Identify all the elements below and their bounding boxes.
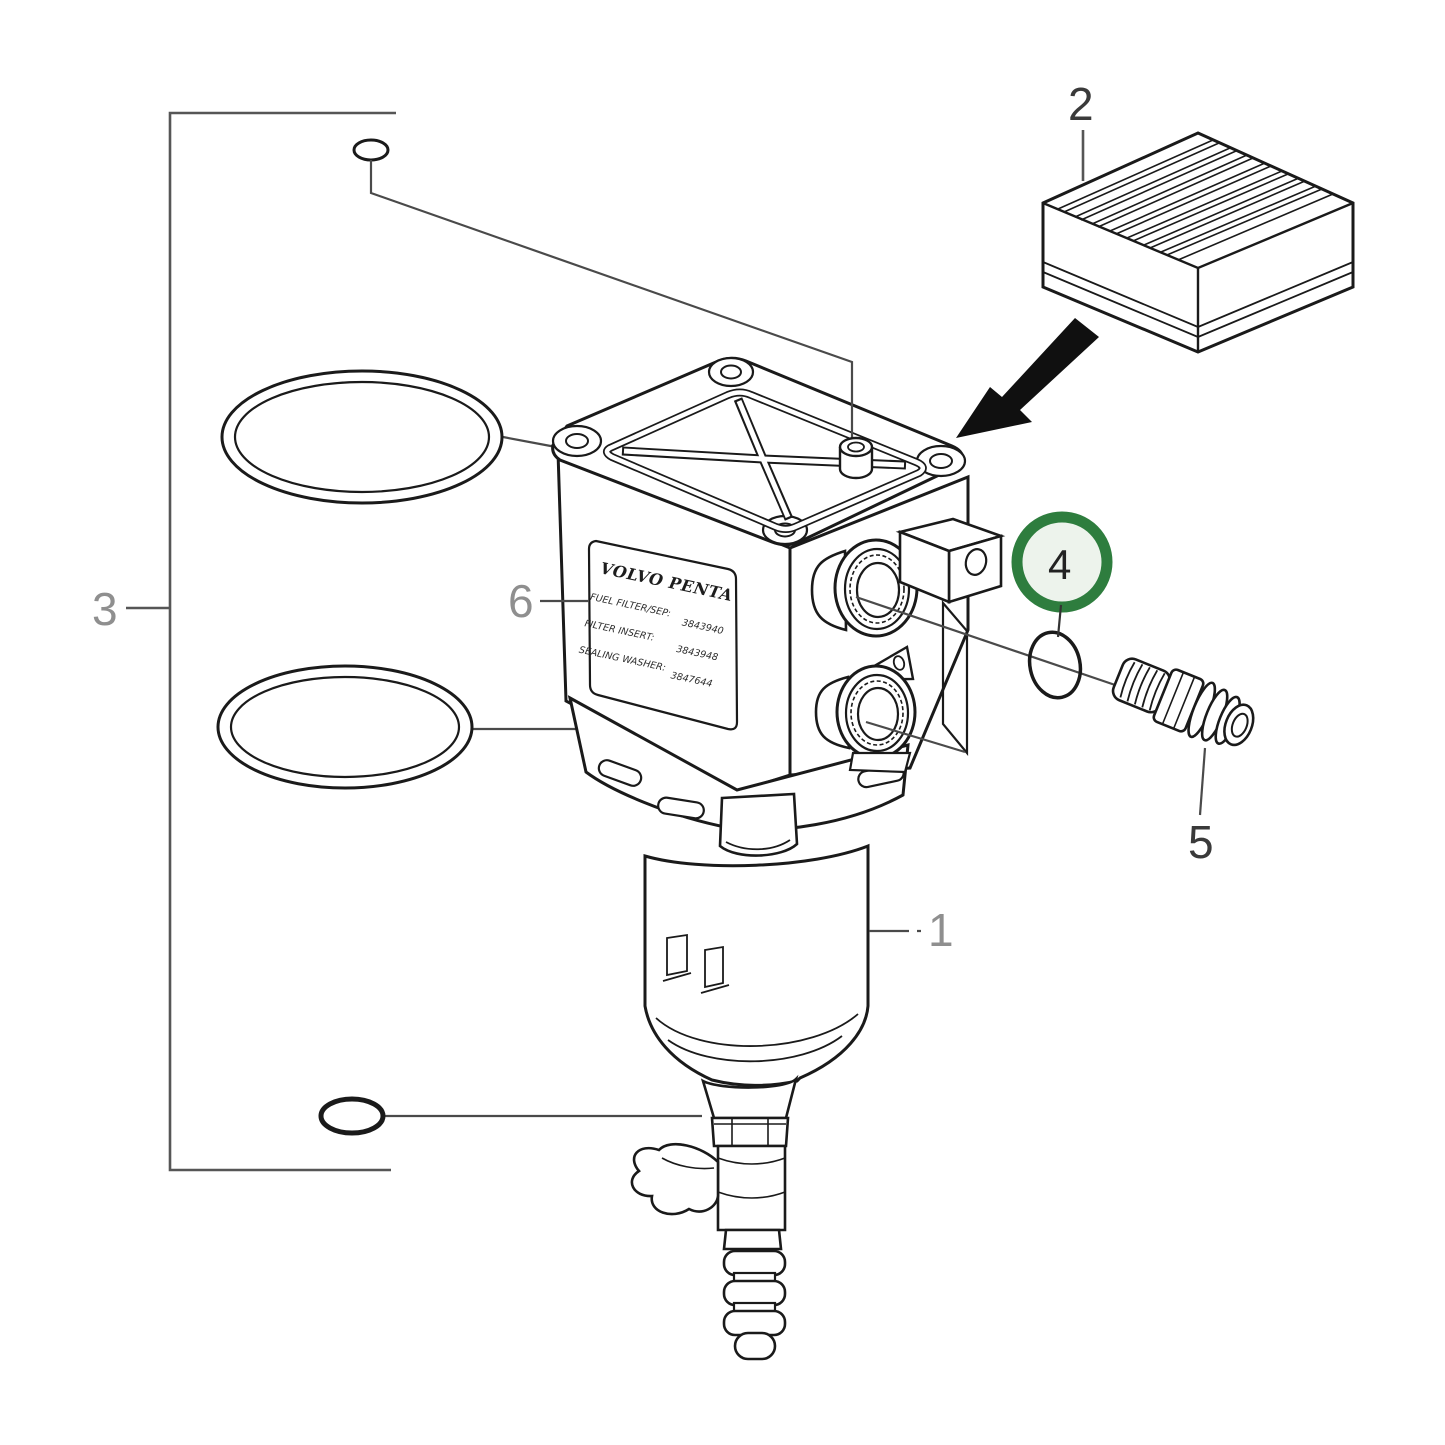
bowl-sight-windows	[662, 933, 730, 994]
highlight-fill	[1022, 522, 1102, 602]
callout-1: 1	[928, 904, 954, 956]
install-arrow	[956, 318, 1099, 438]
small-seal-washer	[352, 138, 390, 162]
bracket-hole	[964, 548, 988, 576]
bowl-funnel	[700, 1074, 799, 1120]
drain-valve-body	[716, 1144, 787, 1232]
product-label: VOLVO PENTA FUEL FILTER/SEP: 3843940 FIL…	[578, 539, 739, 731]
highlight-part-4[interactable]: 4	[1011, 511, 1113, 638]
cover-rim-and-ribs	[603, 388, 927, 533]
hose-barbs	[722, 1249, 787, 1361]
callout-6: 6	[508, 575, 534, 627]
o-ring-large-upper	[220, 369, 504, 505]
o-ring-large-lower	[216, 664, 474, 790]
o-ring-4	[1027, 630, 1083, 700]
drain-hex-nut	[710, 1116, 790, 1148]
lower-port	[814, 645, 917, 774]
bowl-neck-stub	[718, 792, 799, 857]
callout-6-group: 6	[508, 575, 589, 627]
seal-kit	[216, 138, 702, 1136]
section-plate	[941, 600, 969, 757]
group-3-bracket: 3	[92, 111, 396, 1172]
drain-o-ring	[318, 1096, 386, 1136]
callout-4: 4	[1048, 541, 1071, 588]
hose-fitting	[1111, 657, 1255, 747]
callout-3: 3	[92, 583, 118, 635]
callout-2: 2	[1068, 78, 1094, 130]
head-cover	[551, 356, 967, 547]
filter-assembly: VOLVO PENTA FUEL FILTER/SEP: 3843940 FIL…	[369, 160, 1006, 1361]
mounting-bracket	[895, 517, 1006, 604]
callout-5-leader	[1198, 747, 1207, 816]
filter-pleats	[1057, 139, 1334, 261]
callout-5: 5	[1188, 816, 1214, 868]
callout-4-leader	[1056, 604, 1063, 638]
filter-element-insert: 2	[1041, 78, 1355, 354]
bowl	[643, 843, 870, 1087]
bleed-leader	[369, 160, 854, 440]
drain-valve-handle	[630, 1142, 720, 1216]
bleed-screw	[838, 436, 874, 480]
callout-1-group: 1	[869, 904, 954, 956]
highlight-ring	[1011, 511, 1113, 613]
upper-port	[810, 538, 919, 638]
hose-tip	[733, 1331, 777, 1361]
